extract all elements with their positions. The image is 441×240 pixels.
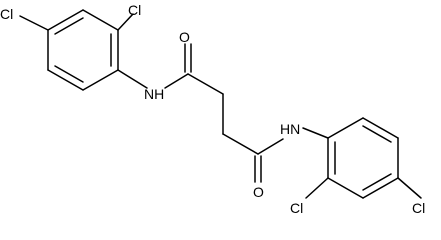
bond-to-cl-top-left	[19, 15, 49, 31]
bond-carbonyl-to-nh	[257, 138, 284, 155]
bond-to-cl-top-right	[117, 13, 134, 31]
right-ring	[327, 117, 399, 199]
bond	[82, 69, 119, 91]
chlorine-label-bottom-left: Cl	[290, 200, 303, 216]
bond	[327, 117, 364, 139]
amide-nh-label-left: NH	[144, 86, 164, 102]
bond-to-cl-bottom-left	[305, 177, 329, 199]
bond	[47, 9, 84, 31]
bond	[47, 69, 84, 91]
carbonyl-oxygen-label-top: O	[179, 29, 190, 45]
bond-nh-to-right-ring	[302, 127, 329, 139]
chemical-structure-diagram: Cl Cl NH O HN O Cl Cl	[0, 2, 425, 216]
bond	[187, 73, 224, 95]
left-ring	[47, 9, 119, 91]
bond	[54, 65, 84, 83]
bond-to-cl-bottom-right	[397, 177, 422, 199]
bond	[222, 133, 259, 155]
bond-to-nh-left	[117, 69, 148, 89]
bond	[362, 173, 392, 191]
bond	[82, 9, 119, 31]
bond-nh-to-carbonyl	[164, 73, 189, 89]
bond	[362, 117, 399, 139]
chlorine-label-top-right: Cl	[128, 2, 141, 18]
bond	[362, 125, 392, 143]
bond	[327, 177, 364, 199]
amide-nh-label-right: HN	[280, 121, 300, 137]
chlorine-label-bottom-right: Cl	[412, 200, 425, 216]
carbonyl-oxygen-label-bottom: O	[253, 184, 264, 200]
bond	[362, 177, 399, 199]
chlorine-label-top-left: Cl	[0, 6, 13, 22]
bond	[54, 17, 84, 35]
